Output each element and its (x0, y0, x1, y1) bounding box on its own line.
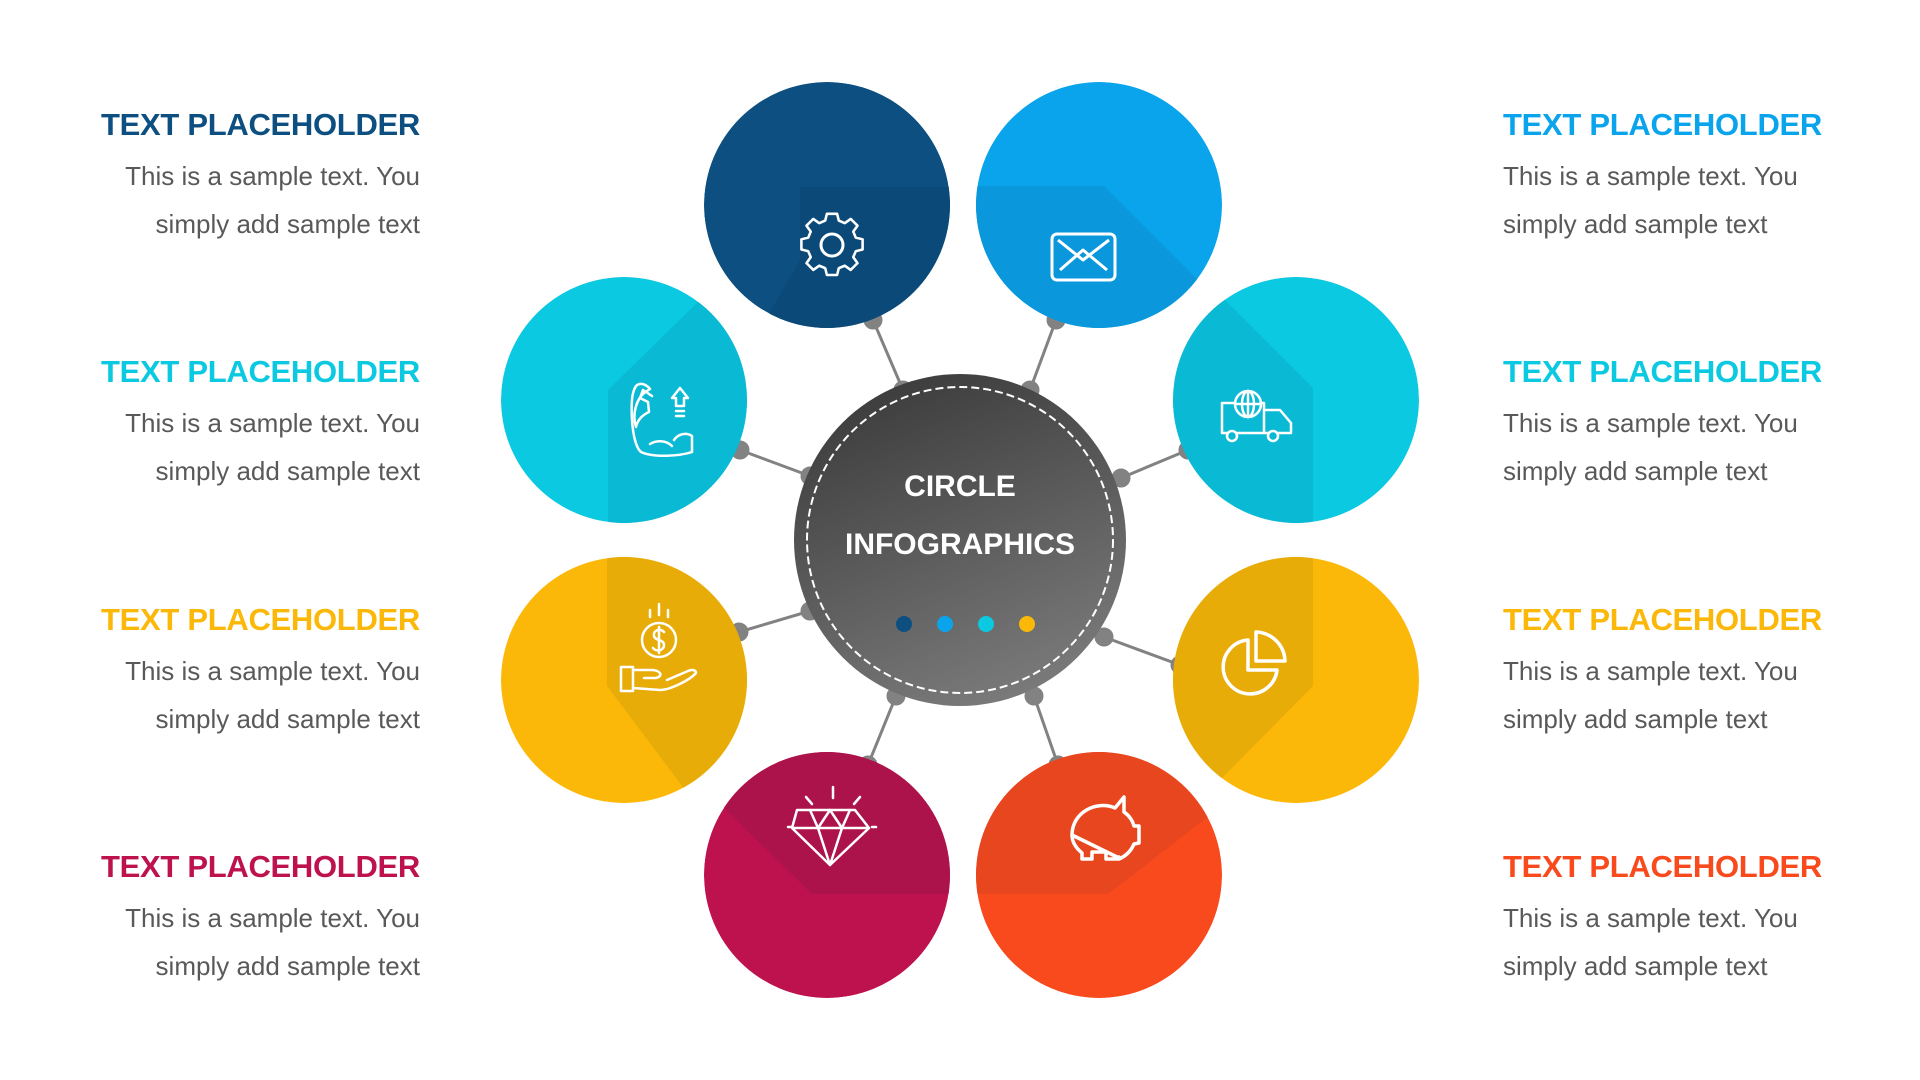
money-hand-icon (619, 602, 698, 693)
circle-item-1 (704, 82, 950, 328)
block-title: TEXT PLACEHOLDER (101, 354, 420, 389)
block-body-line-1: This is a sample text. You (125, 161, 420, 191)
block-body-line-1: This is a sample text. You (1503, 656, 1798, 686)
gear-icon (800, 212, 864, 277)
circle-item-7 (1173, 557, 1419, 803)
block-body: This is a sample text. You simply add sa… (100, 152, 420, 248)
center-title-line-1: CIRCLE (904, 470, 1016, 503)
block-body-line-2: simply add sample text (155, 209, 420, 239)
text-block-left-3: TEXT PLACEHOLDER This is a sample text. … (100, 601, 420, 743)
block-body-line-1: This is a sample text. You (125, 903, 420, 933)
circle-item-4 (704, 752, 950, 998)
block-body-line-1: This is a sample text. You (1503, 408, 1798, 438)
text-block-right-4: TEXT PLACEHOLDER This is a sample text. … (1503, 848, 1823, 990)
pie-chart-icon (1221, 630, 1287, 696)
center-title: CIRCLE INFOGRAPHICS (760, 458, 1160, 574)
circle-item-5 (976, 82, 1222, 328)
block-body-line-1: This is a sample text. You (125, 408, 420, 438)
block-body: This is a sample text. You simply add sa… (1503, 399, 1823, 495)
text-block-left-2: TEXT PLACEHOLDER This is a sample text. … (100, 353, 420, 495)
block-body-line-2: simply add sample text (155, 456, 420, 486)
block-body-line-1: This is a sample text. You (1503, 903, 1798, 933)
block-title: TEXT PLACEHOLDER (1503, 849, 1822, 884)
block-body-line-1: This is a sample text. You (1503, 161, 1798, 191)
block-body: This is a sample text. You simply add sa… (1503, 152, 1823, 248)
block-title: TEXT PLACEHOLDER (1503, 354, 1822, 389)
block-body-line-2: simply add sample text (155, 951, 420, 981)
center-hub (794, 374, 1126, 706)
block-body-line-2: simply add sample text (1503, 951, 1768, 981)
text-block-left-1: TEXT PLACEHOLDER This is a sample text. … (100, 106, 420, 248)
circle-item-6 (1173, 277, 1419, 523)
dot-blue (937, 616, 953, 632)
block-body-line-2: simply add sample text (1503, 704, 1768, 734)
dot-navy (896, 616, 912, 632)
block-body: This is a sample text. You simply add sa… (100, 399, 420, 495)
circle-item-3 (501, 557, 747, 803)
text-block-right-2: TEXT PLACEHOLDER This is a sample text. … (1503, 353, 1823, 495)
block-title: TEXT PLACEHOLDER (101, 602, 420, 637)
center-color-dots (896, 616, 1035, 632)
delivery-truck-globe-icon (1220, 389, 1293, 443)
circle-item-8 (976, 752, 1222, 998)
diamond-icon (786, 785, 878, 867)
block-body-line-2: simply add sample text (155, 704, 420, 734)
text-block-right-3: TEXT PLACEHOLDER This is a sample text. … (1503, 601, 1823, 743)
envelope-icon (1050, 232, 1117, 282)
muscle-arm-icon (630, 382, 694, 457)
text-block-left-4: TEXT PLACEHOLDER This is a sample text. … (100, 848, 420, 990)
block-title: TEXT PLACEHOLDER (101, 107, 420, 142)
text-block-right-1: TEXT PLACEHOLDER This is a sample text. … (1503, 106, 1823, 248)
block-body: This is a sample text. You simply add sa… (100, 647, 420, 743)
dot-yellow (1019, 616, 1035, 632)
block-body: This is a sample text. You simply add sa… (1503, 647, 1823, 743)
block-body: This is a sample text. You simply add sa… (1503, 894, 1823, 990)
block-title: TEXT PLACEHOLDER (1503, 107, 1822, 142)
block-body-line-2: simply add sample text (1503, 209, 1768, 239)
block-body-line-1: This is a sample text. You (125, 656, 420, 686)
block-body: This is a sample text. You simply add sa… (100, 894, 420, 990)
piggy-bank-icon (1070, 795, 1141, 861)
block-body-line-2: simply add sample text (1503, 456, 1768, 486)
circle-item-2 (501, 277, 747, 523)
block-title: TEXT PLACEHOLDER (1503, 602, 1822, 637)
block-title: TEXT PLACEHOLDER (101, 849, 420, 884)
dot-cyan (978, 616, 994, 632)
center-title-line-2: INFOGRAPHICS (844, 528, 1075, 561)
